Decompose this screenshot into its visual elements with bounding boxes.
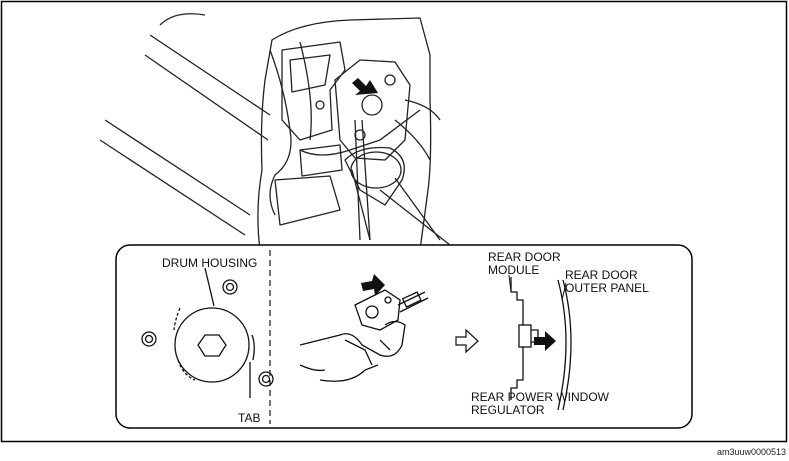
upper-arrow (352, 78, 378, 95)
label-drum-housing: DRUM HOUSING (162, 256, 258, 270)
label-rear-door-outer-panel-line2: OUTER PANEL (565, 281, 649, 295)
hand-tool-detail (299, 289, 429, 382)
hollow-arrow (455, 328, 479, 354)
reference-code: am3uuw0000513 (716, 447, 786, 457)
label-rear-power-window-regulator-line1: REAR POWER WINDOW (471, 390, 609, 404)
label-rear-door-module-line2: MODULE (488, 263, 540, 277)
outer-border (0, 0, 788, 443)
section-view (510, 277, 572, 411)
drum-housing-detail (141, 267, 274, 398)
leader-lines (508, 274, 567, 392)
door-panel-overview (99, 13, 451, 251)
label-rear-door-outer-panel-line1: REAR DOOR (565, 268, 638, 282)
solid-arrow (534, 331, 556, 351)
label-rear-door-module-line1: REAR DOOR (488, 250, 561, 264)
label-rear-power-window-regulator-line2: REGULATOR (471, 403, 545, 417)
detail-arrow (361, 274, 385, 296)
label-tab: TAB (238, 411, 261, 425)
